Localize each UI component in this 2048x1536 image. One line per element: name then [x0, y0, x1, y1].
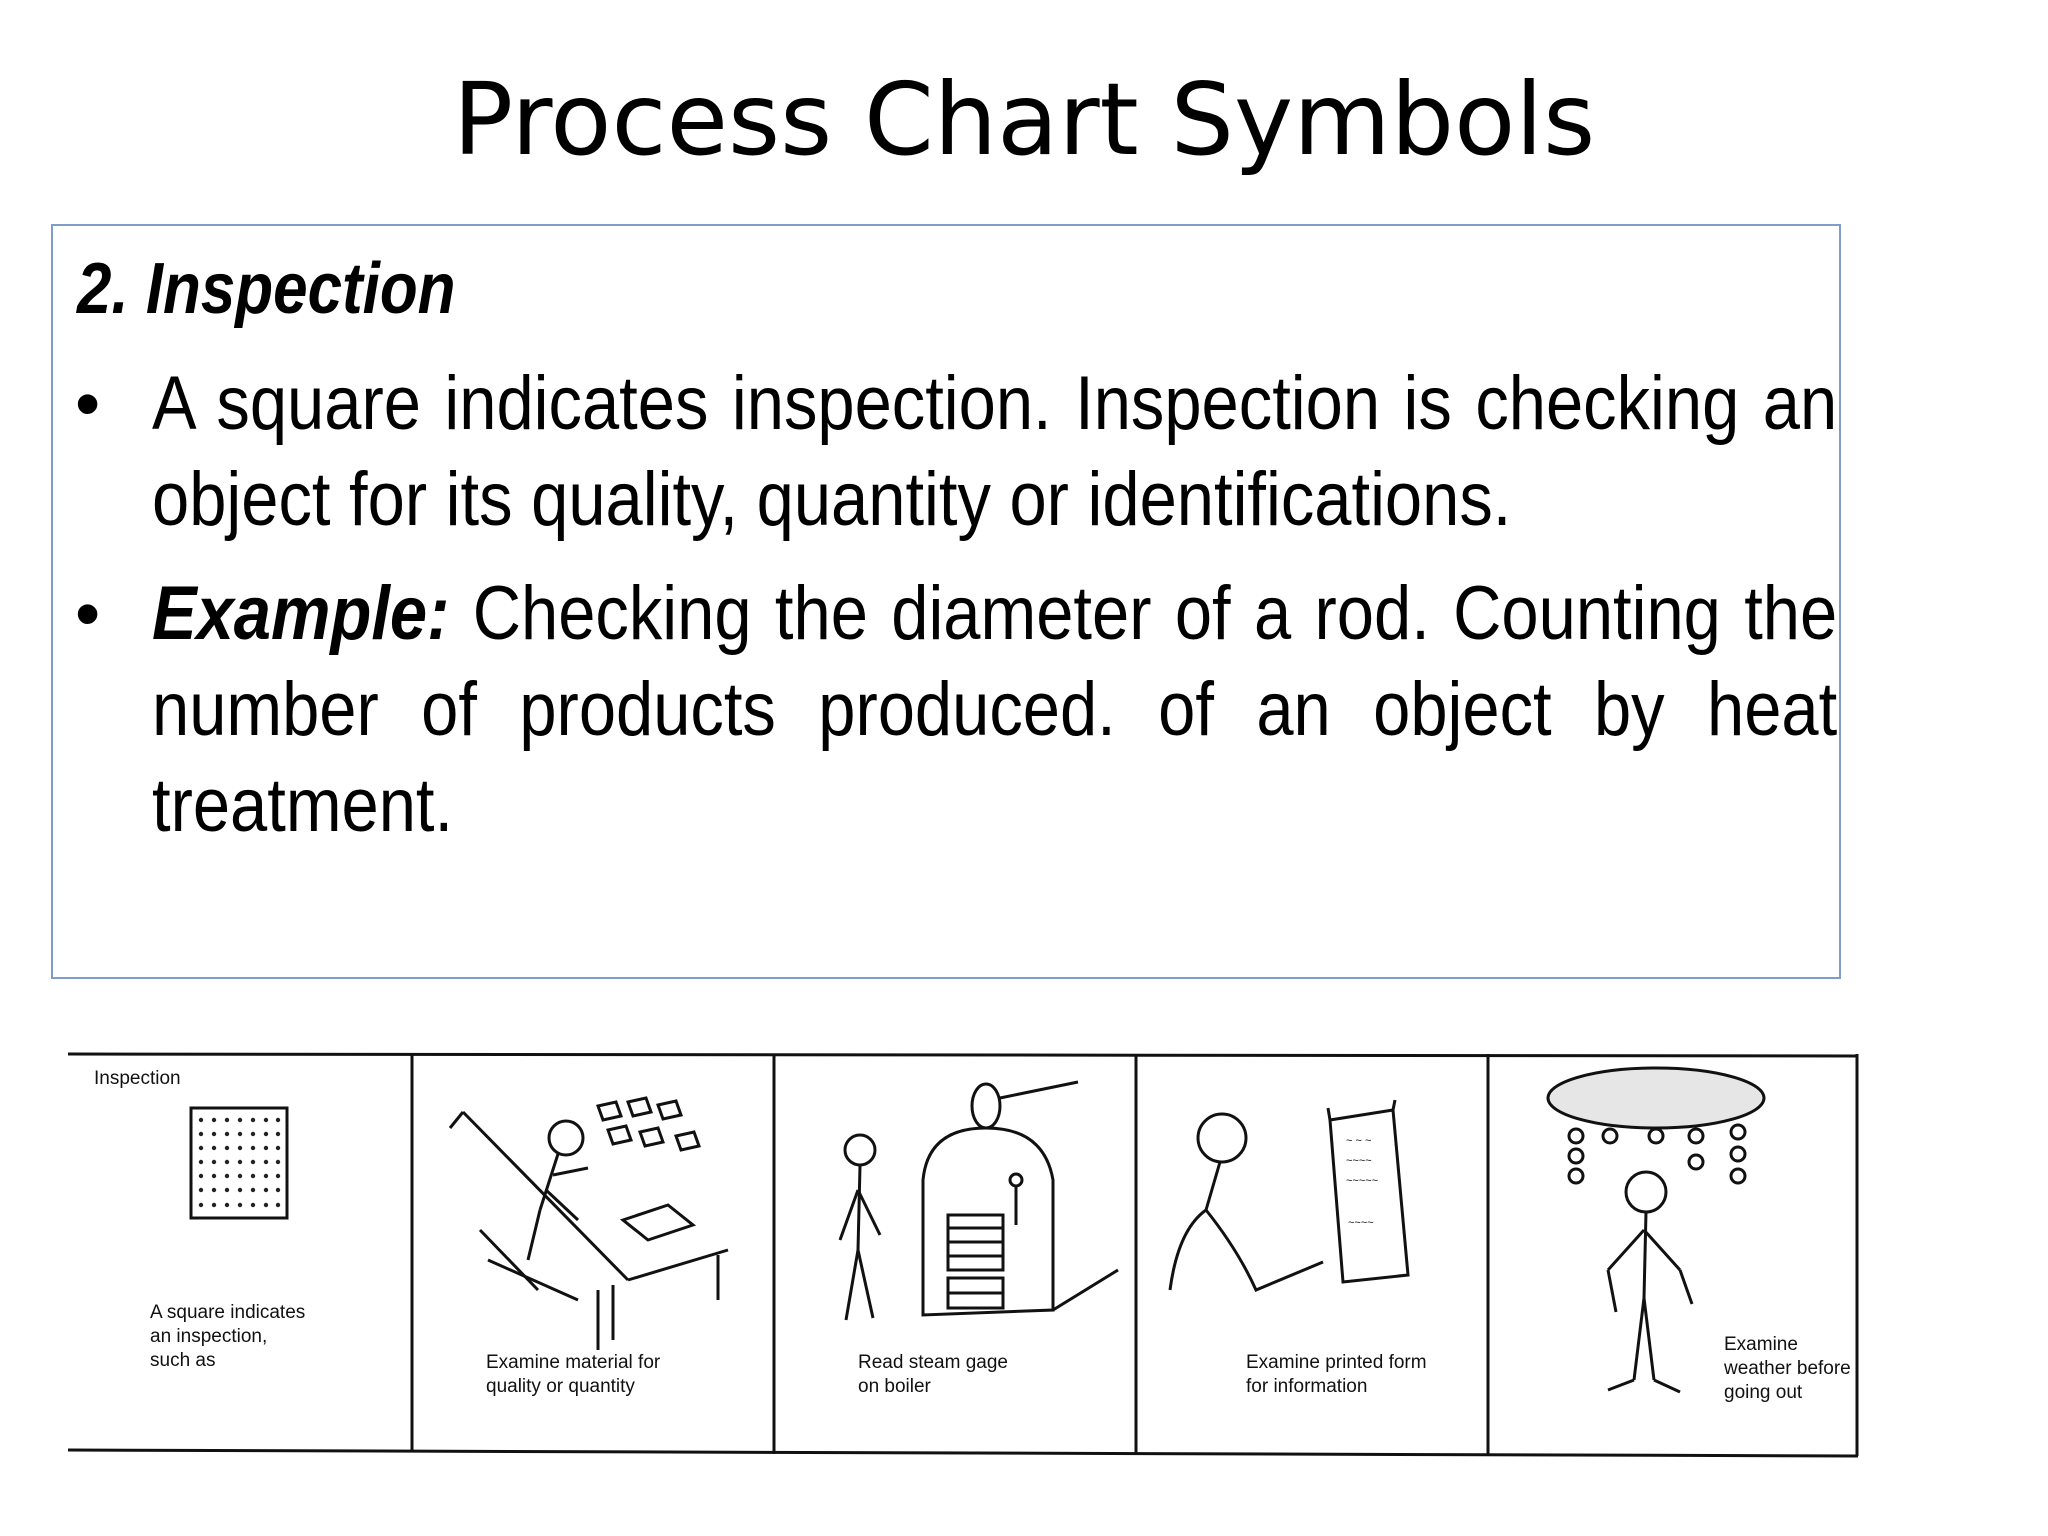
panel-caption-line: going out	[1724, 1382, 1803, 1403]
illustration-svg: Inspection A square indicates an inspect…	[68, 1052, 1859, 1458]
svg-text:~ ~ ~: ~ ~ ~	[1346, 1135, 1371, 1147]
bullet-text: Example: Checking the diameter of a rod.…	[152, 566, 1837, 854]
panel-caption-line: A square indicates	[150, 1302, 305, 1323]
panel-caption-line: quality or quantity	[486, 1376, 635, 1397]
panel-caption-line: Examine material for	[486, 1352, 661, 1373]
panel-frame	[68, 1052, 1859, 1458]
bullet-body: Checking the diameter of a rod. Counting…	[152, 571, 1838, 848]
panel-caption-line: Examine printed form	[1246, 1352, 1427, 1373]
panel-label: Inspection	[94, 1068, 181, 1089]
bullet-lead: Example:	[152, 571, 450, 656]
panel-caption-line: such as	[150, 1350, 215, 1371]
svg-text:~~~~: ~~~~	[1346, 1155, 1372, 1167]
square-inspection-icon	[189, 1106, 289, 1220]
panel-2-worker-drawing	[448, 1096, 729, 1350]
form-scribbles: ~ ~ ~ ~~~~ ~~~~~ ~~~~	[1346, 1135, 1378, 1229]
svg-text:~~~~: ~~~~	[1348, 1217, 1374, 1229]
panel-4-form-drawing	[1168, 1099, 1410, 1292]
bullet-dot-icon: •	[75, 574, 101, 654]
content-box: 2. Inspection • A square indicates inspe…	[51, 224, 1841, 979]
section-heading: 2. Inspection	[77, 249, 456, 329]
panel-caption-line: on boiler	[858, 1376, 932, 1397]
svg-text:~~~~~: ~~~~~	[1346, 1175, 1378, 1187]
inspection-illustration-strip: Inspection A square indicates an inspect…	[68, 1050, 1860, 1460]
panel-caption-line: weather before	[1723, 1358, 1851, 1379]
bullet-dot-icon: •	[75, 364, 101, 444]
bullet-body: A square indicates inspection. Inspectio…	[152, 361, 1838, 542]
slide-title: Process Chart Symbols	[452, 61, 1596, 178]
panel-5-weather-drawing	[1546, 1066, 1766, 1394]
square-dots	[198, 1117, 281, 1208]
panel-caption-line: an inspection,	[150, 1326, 267, 1347]
bullet-text: A square indicates inspection. Inspectio…	[152, 356, 1837, 548]
panel-caption-line: Examine	[1724, 1334, 1798, 1355]
panel-1: Inspection A square indicates an inspect…	[94, 1068, 305, 1371]
panel-caption-line: Read steam gage	[858, 1352, 1008, 1373]
panel-caption-line: for information	[1246, 1376, 1367, 1397]
panel-3-boiler-drawing	[838, 1080, 1119, 1321]
